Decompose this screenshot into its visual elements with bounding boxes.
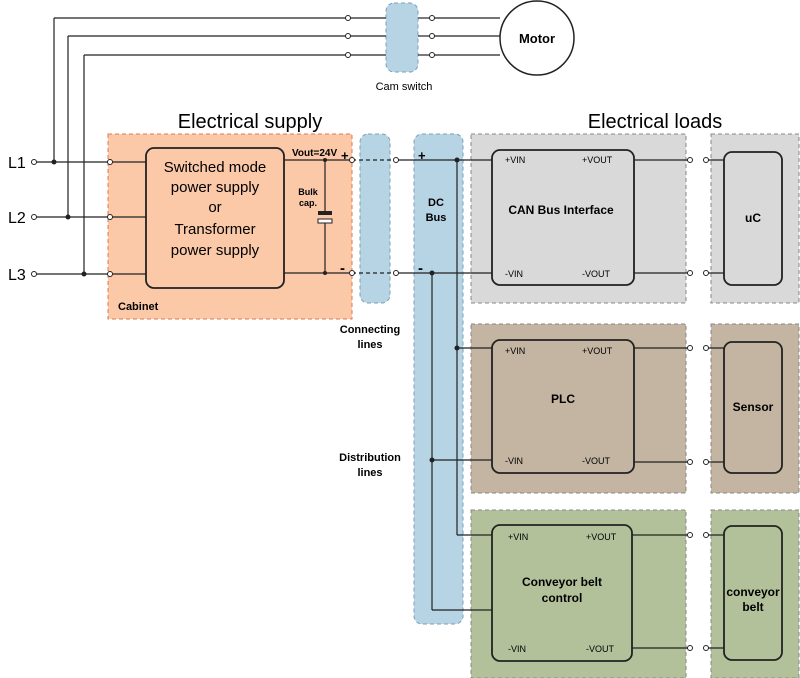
power-supply-block xyxy=(145,147,285,289)
plc-module-title: PLC xyxy=(551,392,575,406)
conveyor-belt-load-label-1: conveyor xyxy=(726,585,780,599)
psu-line-3: or xyxy=(208,199,221,216)
dc-bus-minus-sign: - xyxy=(418,260,423,277)
dc-bus-plus-sign: + xyxy=(418,148,426,163)
cam-switch-box xyxy=(385,2,419,73)
bulk-capacitor-icon-plate xyxy=(317,218,333,224)
distribution-junctions xyxy=(429,157,460,463)
electrical-loads-heading: Electrical loads xyxy=(588,111,723,133)
can-vin-plus: +VIN xyxy=(505,155,525,165)
psu-line-4: Transformer xyxy=(174,221,255,238)
mains-terminals xyxy=(31,159,113,277)
conveyor-vin-minus: -VIN xyxy=(508,644,526,654)
cabinet-label: Cabinet xyxy=(118,301,159,313)
cam-switch-contacts xyxy=(345,15,435,58)
plc-vin-minus: -VIN xyxy=(505,456,523,466)
distribution-lines-label-2: lines xyxy=(357,467,382,479)
motor-wires xyxy=(53,17,500,274)
junction-dot xyxy=(323,271,327,275)
bulk-cap-label-2: cap. xyxy=(299,198,317,208)
conveyor-vin-plus: +VIN xyxy=(508,532,528,542)
conveyor-module-title-2: control xyxy=(542,591,583,605)
uc-load-block xyxy=(723,151,783,286)
can-module-block xyxy=(491,149,635,286)
line-l3-label: L3 xyxy=(8,267,26,284)
uc-load-label: uC xyxy=(745,211,761,225)
conveyor-module-block xyxy=(491,524,633,662)
plc-output-wires xyxy=(634,347,724,463)
can-vout-plus: +VOUT xyxy=(582,155,613,165)
connecting-wires xyxy=(352,159,492,274)
sensor-load-block xyxy=(723,341,783,474)
psu-plus-sign: + xyxy=(341,148,349,163)
motor-label: Motor xyxy=(519,31,555,46)
motor-circle xyxy=(499,0,575,76)
conveyor-output-terminals xyxy=(687,532,709,651)
can-vout-minus: -VOUT xyxy=(582,269,611,279)
psu-line-5: power supply xyxy=(171,242,260,259)
plc-vout-minus: -VOUT xyxy=(582,456,611,466)
line-l1-label: L1 xyxy=(8,155,26,172)
plc-vin-plus: +VIN xyxy=(505,346,525,356)
psu-minus-sign: - xyxy=(340,260,345,277)
bulk-capacitor-icon xyxy=(318,211,332,215)
junction-dot xyxy=(323,158,327,162)
cam-switch-label: Cam switch xyxy=(376,81,433,93)
can-vin-minus: -VIN xyxy=(505,269,523,279)
psu-line-1: Switched mode xyxy=(164,159,267,176)
line-l2-label: L2 xyxy=(8,210,26,227)
electrical-supply-heading: Electrical supply xyxy=(178,111,323,133)
mains-junctions xyxy=(51,159,87,277)
conveyor-vout-minus: -VOUT xyxy=(586,644,615,654)
dc-bus-label-2: Bus xyxy=(426,212,447,224)
dc-bus-box xyxy=(413,133,464,625)
conveyor-vout-plus: +VOUT xyxy=(586,532,617,542)
connecting-lines-box xyxy=(359,133,391,304)
distribution-lines-label-1: Distribution xyxy=(339,452,401,464)
conveyor-module-title-1: Conveyor belt xyxy=(522,575,602,589)
plc-module-block xyxy=(491,339,635,474)
psu-line-2: power supply xyxy=(171,179,260,196)
can-module-title: CAN Bus Interface xyxy=(508,203,614,217)
connecting-lines-label-2: lines xyxy=(357,339,382,351)
sensor-load-label: Sensor xyxy=(733,400,774,414)
conveyor-belt-load-label-2: belt xyxy=(742,600,763,614)
conveyor-belt-load-block xyxy=(723,525,783,661)
vout-label: Vout=24V xyxy=(292,148,337,159)
psu-output-wires xyxy=(284,159,352,274)
plc-output-terminals xyxy=(687,345,709,465)
bulk-cap-label-1: Bulk xyxy=(298,187,318,197)
connecting-lines-label-1: Connecting xyxy=(340,324,401,336)
dc-bus-label-1: DC xyxy=(428,197,444,209)
connecting-terminals xyxy=(349,157,399,276)
can-output-terminals xyxy=(687,157,709,276)
plc-vout-plus: +VOUT xyxy=(582,346,613,356)
